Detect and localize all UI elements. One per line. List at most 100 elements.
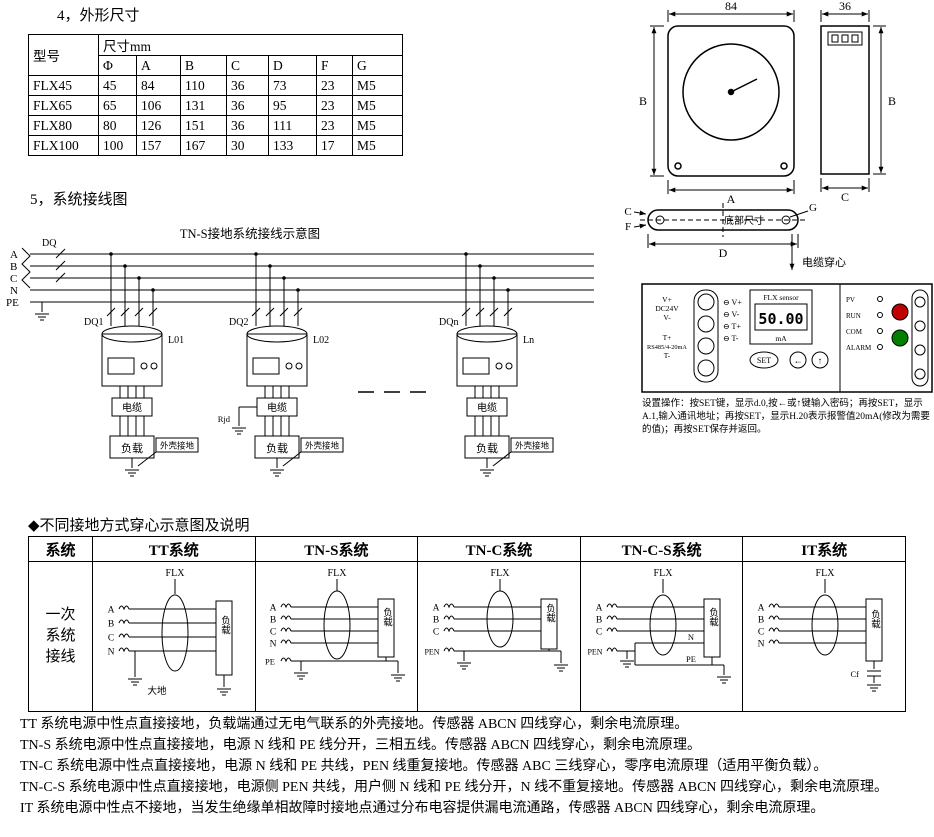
- cell: 151: [180, 115, 227, 136]
- cell: 36: [226, 115, 269, 136]
- svg-text:T+: T+: [663, 333, 672, 342]
- led-labels: PV RUN COM ALARM: [846, 296, 883, 352]
- bottom-view-label: 底部尺寸: [724, 214, 764, 227]
- breaker-label: DQ2: [229, 317, 248, 328]
- cell: 73: [268, 75, 317, 96]
- subheader: C: [226, 55, 269, 76]
- svg-text:B: B: [270, 615, 276, 625]
- load-label: 负载: [266, 441, 288, 455]
- branch-3: DQn Ln 电缆 负载 外壳接地: [439, 252, 554, 477]
- systems-header-row: 系统 TT系统 TN-S系统 TN-C系统 TN-C-S系统 IT系统: [28, 536, 906, 562]
- branch-2: DQ2 L02 Rjd 电缆 负载 外壳接地: [218, 252, 344, 477]
- dim-84-lines: [667, 10, 795, 22]
- load-label: 负载: [544, 602, 556, 623]
- load-label: 负载: [381, 606, 393, 627]
- dim-A: A: [727, 192, 736, 206]
- svg-text:⊖ T-: ⊖ T-: [723, 334, 739, 343]
- cell: M5: [352, 75, 403, 96]
- cell: 17: [316, 135, 353, 156]
- svg-text:A: A: [758, 603, 765, 613]
- svg-text:T-: T-: [664, 351, 671, 360]
- svg-text:PEN: PEN: [587, 647, 602, 656]
- sensor-label: L02: [313, 335, 329, 346]
- dq-label: DQ: [42, 238, 57, 249]
- dim-A-lines: [667, 180, 795, 194]
- sensor-label: L01: [168, 335, 184, 346]
- dim-36-lines: [820, 10, 870, 22]
- svg-text:A: A: [433, 603, 440, 613]
- terminal-block: [693, 289, 719, 383]
- cell: 126: [136, 115, 181, 136]
- notes: TT 系统电源中性点直接接地，负载端通过无电气联系的外壳接地。传感器 ABCN …: [20, 714, 930, 819]
- svg-text:B: B: [595, 615, 601, 625]
- svg-text:C: C: [108, 633, 114, 643]
- load-label: 负载: [476, 441, 498, 455]
- cell: 133: [268, 135, 317, 156]
- dim-B-front: B: [639, 94, 647, 108]
- svg-text:A: A: [10, 249, 18, 261]
- front-view: [667, 25, 795, 177]
- left-arrow-button: [789, 351, 807, 369]
- flx-label: FLX: [491, 568, 511, 579]
- tncs-diagram: [606, 578, 731, 683]
- load-label: 负载: [219, 614, 231, 635]
- svg-text:⊖ V+: ⊖ V+: [723, 298, 742, 307]
- set-button: [749, 351, 779, 369]
- cell: M5: [352, 95, 403, 116]
- sensor-label: Ln: [523, 335, 534, 346]
- pe-label: PE: [686, 654, 696, 664]
- cell: 23: [316, 75, 353, 96]
- subheader: A: [136, 55, 181, 76]
- dim-36: 36: [839, 0, 851, 13]
- header-tnc: TN-C系统: [417, 536, 581, 562]
- svg-text:PEN: PEN: [424, 647, 439, 656]
- svg-text:N: N: [270, 639, 277, 649]
- svg-text:SET: SET: [757, 356, 771, 365]
- cell: 23: [316, 95, 353, 116]
- dimension-drawings: 84 B A 36 B: [624, 0, 896, 270]
- display-value: 50.00: [758, 310, 803, 328]
- tns-diagram: [280, 578, 406, 681]
- load-label: 负载: [707, 606, 719, 627]
- load-label: 负载: [869, 608, 881, 629]
- breaker-label: DQn: [439, 317, 458, 328]
- cell: 80: [98, 115, 137, 136]
- tt-diagram: [118, 578, 233, 695]
- cable-label: 电缆: [122, 401, 142, 414]
- dim-B-lines: [650, 25, 664, 177]
- row-label: 一次系统接线: [45, 607, 76, 665]
- table-row: FLX80 80 126 151 36 111 23 M5: [28, 115, 403, 136]
- red-indicator: [891, 303, 909, 321]
- svg-text:B: B: [108, 619, 114, 629]
- breaker-label: DQ1: [84, 317, 103, 328]
- display: FLX sensor 50.00 mA: [749, 289, 813, 345]
- svg-text:C: C: [270, 627, 276, 637]
- table-row: FLX65 65 106 131 36 95 23 M5: [28, 95, 403, 116]
- dim-D-lines: [647, 234, 799, 248]
- dim-D: D: [719, 246, 728, 260]
- row-label-cell: 一次系统接线: [28, 561, 93, 712]
- dim-G: G: [809, 202, 817, 214]
- table-row: FLX45 45 84 110 36 73 23 M5: [28, 75, 403, 96]
- shell-ground-label: 外壳接地: [305, 441, 340, 451]
- tt-diagram-cell: FLX A: [92, 561, 256, 712]
- svg-text:⊖ T+: ⊖ T+: [723, 322, 741, 331]
- n-label: N: [688, 632, 694, 642]
- terminal-symbols: ⊖ V+ ⊖ V- ⊖ T+ ⊖ T-: [723, 298, 742, 343]
- cell: 23: [316, 115, 353, 136]
- svg-text:A: A: [595, 603, 602, 613]
- table-subheader-row: Φ A B C D F G: [29, 55, 403, 76]
- it-labels: A B C N Cf 负载: [758, 603, 881, 679]
- flx-label: FLX: [328, 568, 348, 579]
- tt-labels: A B C N 大地 负载: [107, 605, 230, 697]
- dim-C-bottom: C: [624, 206, 631, 218]
- green-indicator: [891, 329, 909, 347]
- tnc-labels: A B C PEN 负载: [424, 602, 555, 656]
- svg-text:DC24V: DC24V: [655, 304, 679, 313]
- svg-text:V+: V+: [662, 295, 672, 304]
- systems-body-row: 一次系统接线 FLX: [28, 561, 906, 712]
- diagram-title: TN-S接地系统接线示意图: [180, 226, 320, 241]
- svg-text:N: N: [10, 285, 18, 297]
- svg-text:↑: ↑: [818, 356, 823, 366]
- svg-text:PV: PV: [846, 296, 855, 304]
